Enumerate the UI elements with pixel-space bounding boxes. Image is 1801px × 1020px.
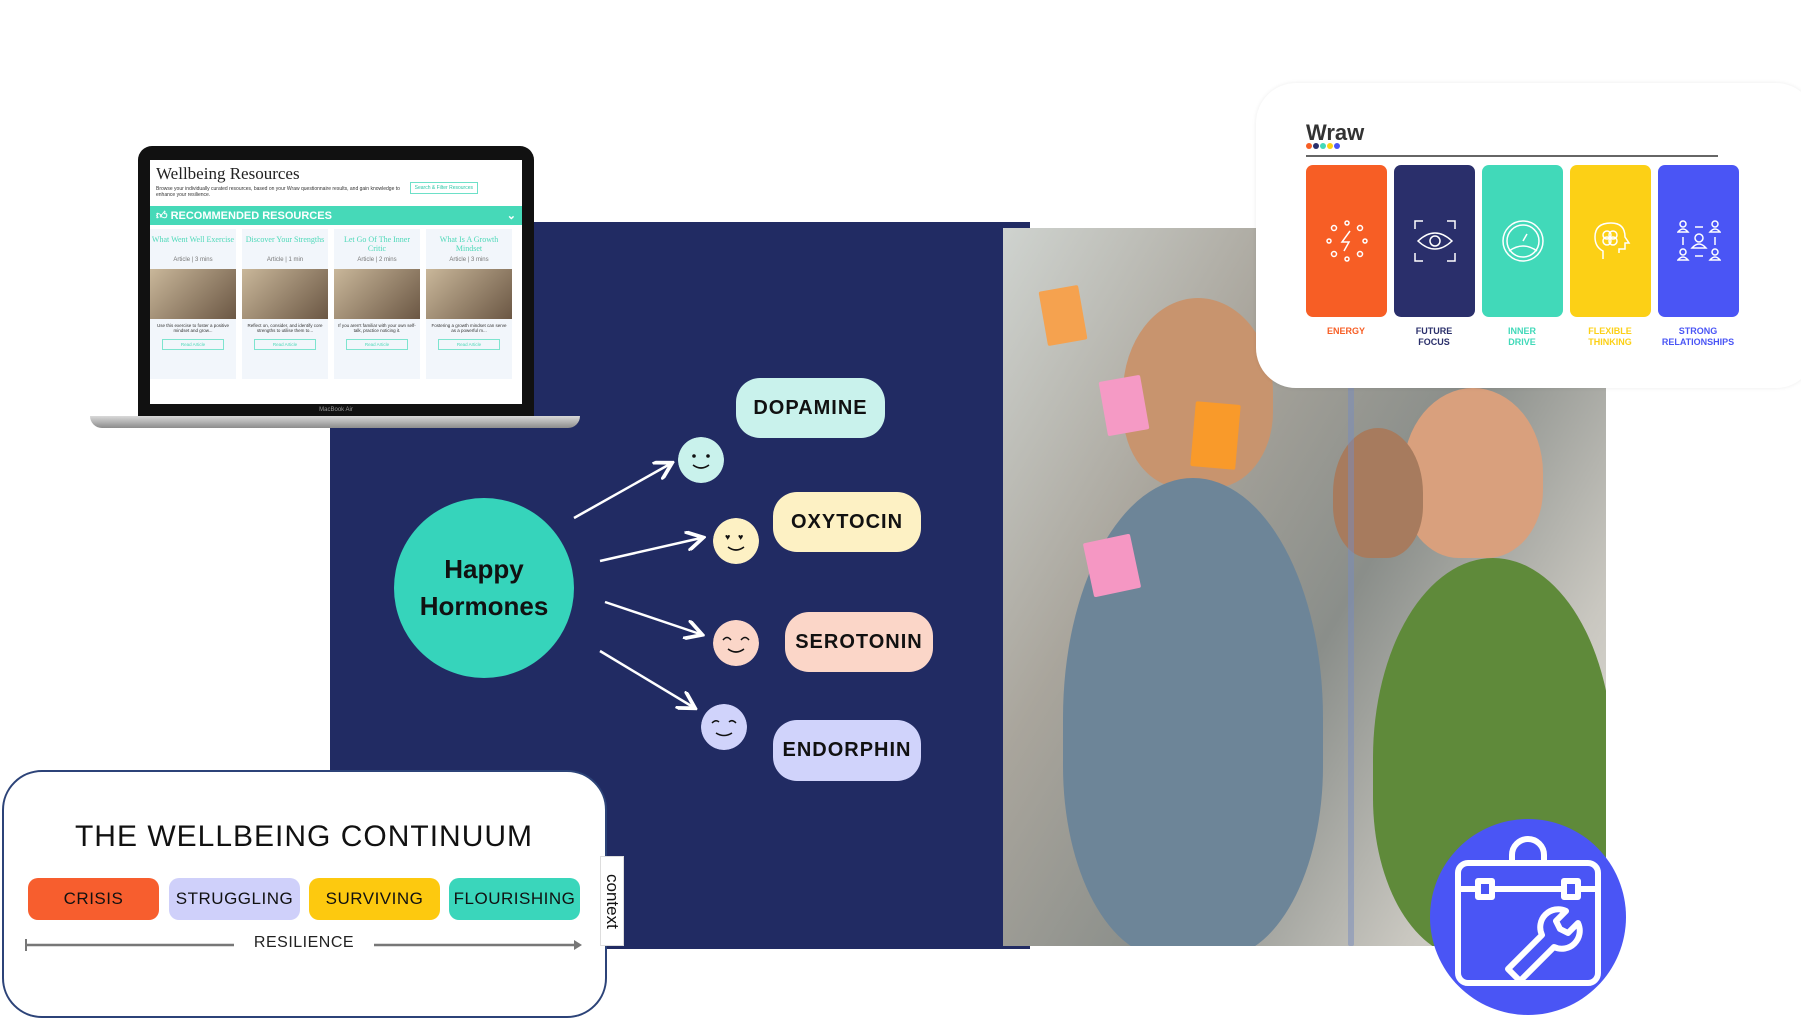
head-brain-icon <box>1593 222 1630 259</box>
card-meta: Article | 3 mins <box>173 257 213 263</box>
card-text: Use this exercise to foster a positive m… <box>156 323 230 333</box>
card-text: Reflect on, consider, and identify core … <box>247 323 323 333</box>
people-network-icon <box>1676 220 1721 261</box>
happy-hormones-circle: Happy Hormones <box>394 498 574 678</box>
content-face-icon <box>701 704 747 750</box>
center-line-1: Happy <box>444 554 524 584</box>
stage-flourishing: FLOURISHING <box>449 878 580 920</box>
resources-title: Wellbeing Resources <box>156 164 300 183</box>
chevron-down-icon[interactable]: ⌄ <box>506 210 516 222</box>
card-image <box>242 269 328 319</box>
card-title: What Is A Growth Mindset <box>439 235 499 253</box>
hormone-serotonin: SEROTONIN <box>785 612 933 672</box>
arrow <box>573 464 670 520</box>
pillar-label: STRONG RELATIONSHIPS <box>1661 326 1735 347</box>
pillar-label: FLEXIBLE THINKING <box>1588 326 1632 347</box>
person-background <box>1333 428 1423 558</box>
device-label: MacBook Air <box>319 407 353 413</box>
hormone-oxytocin: OXYTOCIN <box>773 492 921 552</box>
thumbs-up-icon: 👍︎ <box>156 210 171 222</box>
card-text: Fostering a growth mindset can serve as … <box>431 323 507 333</box>
card-meta: Article | 3 mins <box>449 257 489 263</box>
resilience-arrow <box>25 939 582 951</box>
search-filter-button[interactable]: Search & Filter Resources <box>409 182 478 194</box>
hormone-endorphin: ENDORPHIN <box>773 720 921 781</box>
glass-edge <box>1348 228 1354 946</box>
pillar-flexible-thinking <box>1570 165 1651 317</box>
pillar-label: FUTURE FOCUS <box>1415 326 1453 347</box>
arrow <box>604 600 700 634</box>
resilience-label: RESILIENCE <box>253 934 355 951</box>
wellbeing-continuum-card: THE WELLBEING CONTINUUM CRISIS STRUGGLIN… <box>2 770 607 1018</box>
pillar-energy <box>1306 165 1387 317</box>
eye-focus-icon <box>1413 220 1456 262</box>
sticky-note <box>1190 401 1241 470</box>
card-meta: Article | 1 min <box>266 257 304 263</box>
sticky-note <box>1038 284 1088 347</box>
heart-eyes-face-icon: ♥♥ <box>713 518 759 564</box>
person-woman <box>1403 388 1543 558</box>
card-text: If you aren't familiar with your own sel… <box>338 323 416 333</box>
gauge-icon <box>1501 220 1544 262</box>
continuum-title: THE WELLBEING CONTINUUM <box>74 820 534 853</box>
stage-struggling: STRUGGLING <box>169 878 300 920</box>
svg-text:♥: ♥ <box>725 532 730 542</box>
read-article-button[interactable]: Read Article <box>438 339 500 350</box>
laptop-screen: Wellbeing Resources Browse your individu… <box>150 160 522 404</box>
energy-bolt-icon <box>1325 220 1368 262</box>
card-title: Let Go Of The Inner Critic <box>343 235 411 253</box>
svg-text:♥: ♥ <box>738 532 743 542</box>
toolbox-badge <box>1430 819 1626 1015</box>
card-image <box>150 269 236 319</box>
section-title: RECOMMENDED RESOURCES <box>170 210 332 222</box>
pillar-future-focus <box>1394 165 1475 317</box>
read-article-button[interactable]: Read Article <box>346 339 408 350</box>
closed-eyes-happy-face-icon <box>713 620 759 666</box>
read-article-button[interactable]: Read Article <box>162 339 224 350</box>
stage-crisis: CRISIS <box>28 878 159 920</box>
context-tab: context <box>600 856 624 946</box>
pillar-strong-relationships <box>1658 165 1739 317</box>
read-article-button[interactable]: Read Article <box>254 339 316 350</box>
card-meta: Article | 2 mins <box>357 257 397 263</box>
pillar-inner-drive <box>1482 165 1563 317</box>
recommended-header[interactable]: 👍︎ RECOMMENDED RESOURCES ⌄ <box>150 206 522 225</box>
arrows <box>573 222 1030 949</box>
hormone-dopamine: DOPAMINE <box>736 378 885 438</box>
logo-text: Wraw <box>1306 120 1365 145</box>
laptop-mockup: Wellbeing Resources Browse your individu… <box>138 146 534 416</box>
laptop-base <box>90 416 580 428</box>
smile-face-icon <box>678 437 724 483</box>
arrow <box>599 649 693 707</box>
wraw-pillars-card: Wraw ENERGY FUTURE FOCUS INNER DRIVE FLE… <box>1256 83 1801 388</box>
card-image <box>426 269 512 319</box>
divider <box>1306 155 1718 157</box>
card-image <box>334 269 420 319</box>
wraw-logo: Wraw <box>1306 120 1364 149</box>
pillar-label: ENERGY <box>1326 326 1365 336</box>
toolbox-wrench-icon <box>1455 836 1601 986</box>
context-label: context <box>603 873 622 929</box>
card-title: Discover Your Strengths <box>245 235 325 244</box>
pillar-label: INNER DRIVE <box>1507 326 1536 347</box>
arrow <box>599 538 701 563</box>
card-title: What Went Well Exercise <box>151 235 235 244</box>
stage-surviving: SURVIVING <box>309 878 440 920</box>
center-line-2: Hormones <box>419 591 549 621</box>
resources-description: Browse your individually curated resourc… <box>156 186 400 198</box>
